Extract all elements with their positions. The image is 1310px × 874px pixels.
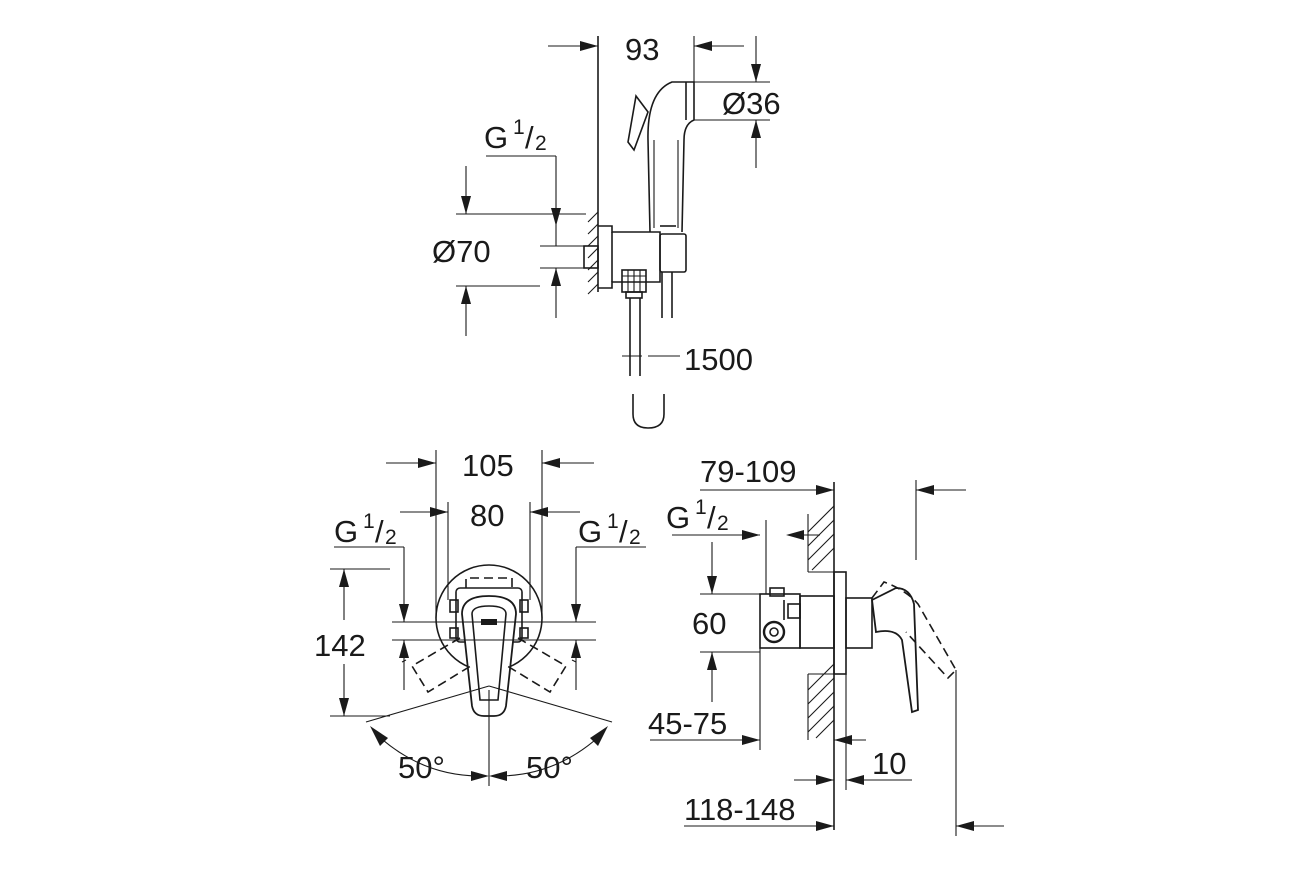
thread-front-left-letter: G	[334, 514, 358, 549]
dim-diameter-36-text: Ø36	[722, 86, 781, 121]
thread-label-front-right: G 1 / 2	[571, 510, 646, 690]
thread-front-right-slash: /	[619, 514, 628, 549]
top-view-hand-shower	[583, 36, 695, 429]
dim-118-148-text: 118-148	[684, 792, 795, 827]
dim-1500-text: 1500	[684, 342, 753, 377]
thread-top-letter: G	[484, 120, 508, 155]
thread-front-left-denominator: 2	[385, 526, 397, 549]
dim-diameter-70-text: Ø70	[432, 234, 491, 269]
dimension-10: 10	[794, 674, 912, 790]
dim-93-text: 93	[625, 32, 659, 67]
dimension-79-109: 79-109	[700, 454, 834, 495]
dim-10-text: 10	[872, 746, 906, 781]
angle-left-text: 50°	[398, 750, 445, 785]
dimension-118-148: 118-148	[684, 792, 834, 831]
connection-level-lines	[392, 621, 596, 641]
dim-105-text: 105	[462, 448, 514, 483]
side-view-section	[759, 482, 957, 830]
dimension-93: 93	[548, 32, 744, 82]
thread-label-top: G 1 / 2	[484, 116, 584, 318]
dim-60-text: 60	[692, 606, 726, 641]
dimension-diameter-36: Ø36	[694, 36, 781, 168]
thread-side-slash: /	[707, 500, 716, 535]
dimension-60: 60	[692, 542, 760, 702]
dimension-142: 142	[314, 568, 390, 717]
dimension-total-right	[915, 480, 1004, 836]
thread-front-left-slash: /	[375, 514, 384, 549]
thread-side-denominator: 2	[717, 512, 729, 535]
thread-top-numerator: 1	[513, 116, 525, 139]
thread-top-slash: /	[525, 120, 534, 155]
dimension-diameter-70: Ø70	[432, 166, 586, 336]
thread-front-right-letter: G	[578, 514, 602, 549]
thread-side-numerator: 1	[695, 496, 707, 519]
thread-label-side: G 1 / 2	[666, 496, 820, 594]
angle-right-text: 50°	[526, 750, 573, 785]
thread-front-right-denominator: 2	[629, 526, 641, 549]
dimension-angle-50: 50° 50°	[365, 685, 613, 785]
thread-front-right-numerator: 1	[607, 510, 619, 533]
dimension-80: 80	[400, 498, 580, 600]
thread-side-letter: G	[666, 500, 690, 535]
dimension-105: 105	[386, 448, 594, 618]
dimension-45-75: 45-75	[648, 648, 761, 750]
wall-hatching-side	[807, 505, 835, 740]
dimension-1500: 1500	[622, 342, 753, 377]
thread-top-denominator: 2	[535, 132, 547, 155]
dim-45-75-text: 45-75	[648, 706, 727, 741]
dim-79-109-text: 79-109	[700, 454, 797, 489]
dim-142-text: 142	[314, 628, 366, 663]
thread-front-left-numerator: 1	[363, 510, 375, 533]
thread-label-front-left: G 1 / 2	[334, 510, 409, 690]
dim-80-text: 80	[470, 498, 504, 533]
wall-hatching-top	[587, 211, 599, 295]
